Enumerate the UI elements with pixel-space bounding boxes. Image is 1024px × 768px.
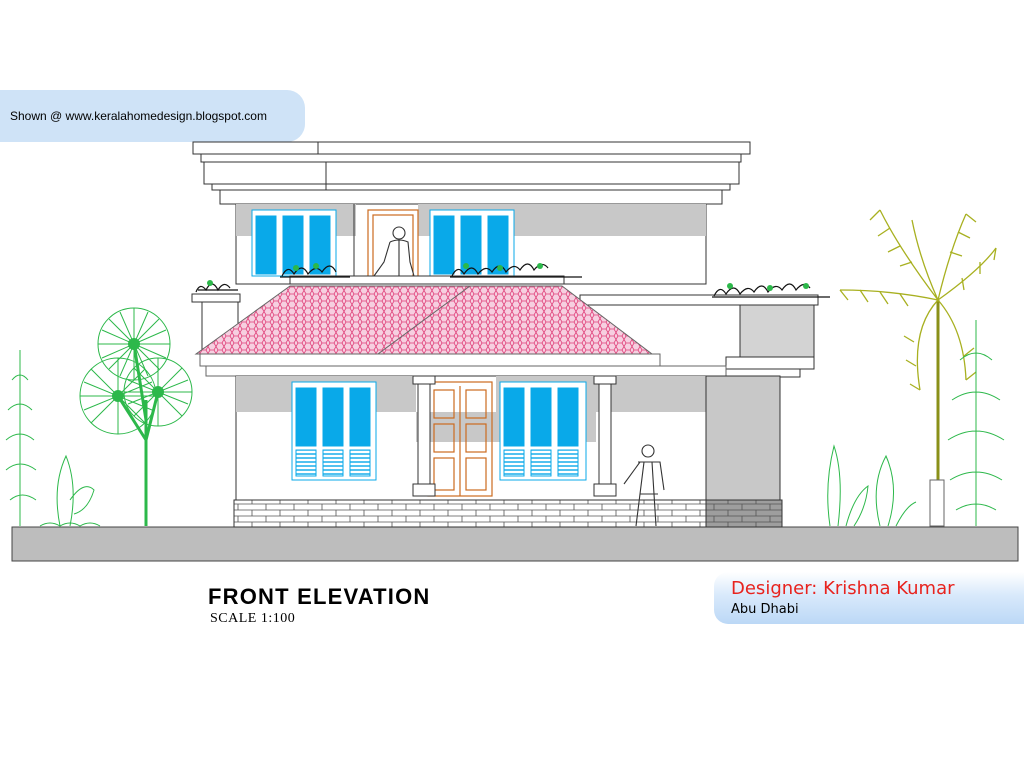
- brick-plinth: [233, 499, 709, 528]
- potted-plant-leaves: [207, 263, 809, 291]
- shrub-icon: [5, 350, 101, 527]
- drawing-title: FRONT ELEVATION: [208, 584, 431, 609]
- tiled-roof: [194, 285, 727, 377]
- ground-window-right: [499, 381, 587, 481]
- upper-window-right: [429, 209, 515, 277]
- person-figure-icon: [373, 226, 415, 277]
- palm-trunk-base: [929, 479, 945, 527]
- ground-plane: [11, 526, 1019, 562]
- upper-window-left: [251, 209, 337, 277]
- fan-palm-centers: [112, 338, 164, 402]
- brick-plinth-shaded: [705, 499, 783, 528]
- designer-banner: Designer: Krishna Kumar Abu Dhabi: [714, 572, 1024, 624]
- right-wing: [579, 294, 819, 378]
- left-column: [412, 375, 436, 497]
- balcony-ledge: [289, 275, 565, 285]
- shrub-icon: [827, 320, 1005, 527]
- source-banner: Shown @ www.keralahomedesign.blogspot.co…: [0, 90, 305, 142]
- top-parapet: [192, 141, 751, 205]
- ground-window-left: [291, 381, 377, 481]
- person-figure-icon: [623, 444, 665, 527]
- palm-tree-icon: [839, 209, 997, 490]
- designer-name: Designer: Krishna Kumar: [731, 578, 955, 599]
- right-column: [593, 375, 617, 497]
- source-banner-text: Shown @ www.keralahomedesign.blogspot.co…: [10, 109, 267, 123]
- designer-location: Abu Dhabi: [731, 602, 799, 617]
- drawing-scale: SCALE 1:100: [210, 611, 296, 626]
